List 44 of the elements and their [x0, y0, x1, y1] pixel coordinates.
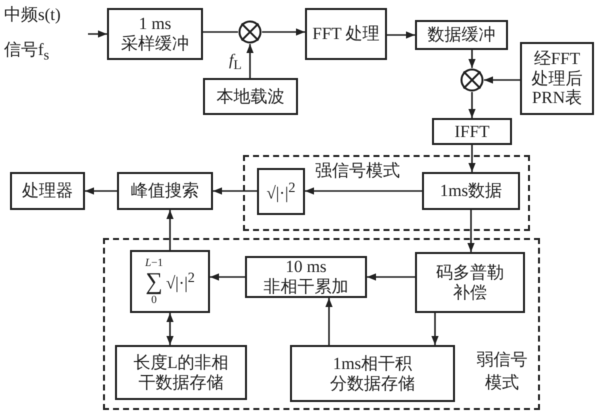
arrow — [213, 187, 257, 195]
arrow — [210, 273, 245, 281]
group-title: 强信号模式 — [315, 160, 400, 182]
arrow — [305, 187, 422, 195]
process-box: 处理器 — [10, 172, 85, 210]
process-box: 经FFT处理后PRN表 — [520, 42, 594, 115]
process-box: 1 ms 采样缓冲 — [107, 8, 203, 60]
arrow — [431, 313, 439, 345]
upper-limit: L−1 — [145, 256, 163, 270]
summation-box — [130, 250, 210, 313]
arrow — [85, 187, 117, 195]
lower-limit: 0 — [151, 294, 157, 306]
sum-sign: ∑ — [145, 270, 163, 294]
arrow — [367, 273, 415, 281]
signal-label: 中频s(t) — [4, 6, 62, 25]
process-box: 长度L的非相干数据存储 — [115, 345, 247, 400]
group-title: 弱信号模式 — [476, 349, 528, 394]
arrow — [468, 145, 476, 172]
process-box: 10 ms 非相干累加 — [245, 256, 367, 298]
edge-label: f$_{L}$ — [228, 53, 243, 72]
process-box: FFT 处理 — [305, 8, 387, 60]
process-box: √|·|$^{2}$ — [257, 168, 305, 215]
process-box: 本地载波 — [203, 78, 298, 115]
arrow — [88, 30, 107, 38]
arrow — [325, 298, 333, 345]
process-box: 数据缓冲 — [415, 20, 508, 50]
dashed-group-frame — [243, 155, 530, 231]
arrow — [484, 76, 520, 84]
arrow — [387, 31, 415, 39]
arrow — [166, 313, 174, 345]
dashed-group-frame — [103, 238, 540, 410]
arrow — [468, 92, 476, 118]
process-box: 峰值搜索 — [117, 172, 213, 210]
formula: √|·|$^{2}$ — [166, 270, 195, 294]
signal-label: 信号f$_{s}$ — [4, 41, 50, 64]
process-box: IFFT — [432, 118, 512, 145]
process-box: 码多普勒补偿 — [415, 252, 525, 313]
arrow — [246, 44, 254, 78]
arrow — [262, 28, 305, 36]
process-box: 1ms相干积分数据存储 — [290, 345, 455, 402]
process-box: 1ms数据 — [422, 172, 520, 210]
arrow — [166, 210, 174, 250]
arrow — [467, 210, 475, 252]
arrow — [468, 50, 476, 68]
